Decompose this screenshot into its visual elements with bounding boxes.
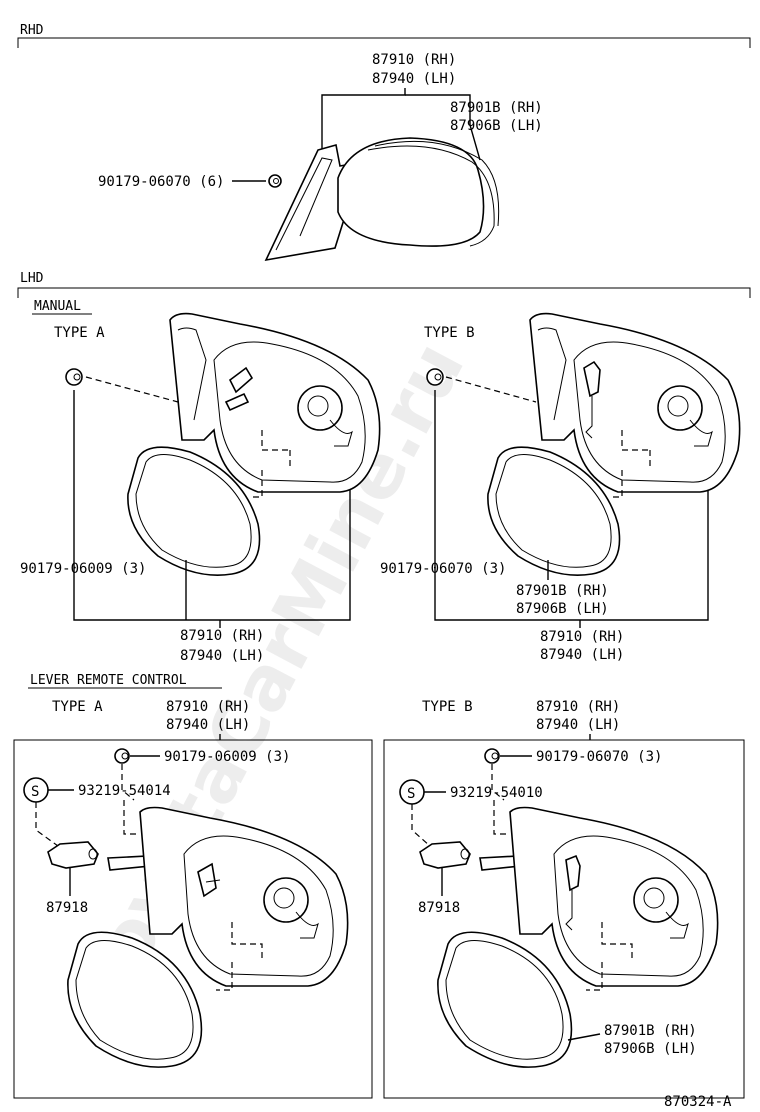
lever-a-nut-icon bbox=[114, 748, 130, 764]
lever-b-glass-icon bbox=[437, 931, 573, 1068]
manual-b-nut-label: 90179-06070 (3) bbox=[380, 561, 506, 577]
lever-b-housing-dashline bbox=[493, 800, 510, 835]
manual-a-nut-icon bbox=[65, 368, 83, 386]
manual-a-housing-icon bbox=[169, 312, 381, 493]
lever-b-s-text: S bbox=[407, 786, 415, 802]
lever-a-lever-icon bbox=[47, 841, 99, 869]
manual-b-glass-lh: 87906B (LH) bbox=[516, 601, 609, 617]
lhd-bracket bbox=[17, 287, 751, 298]
rhd-glass-lh: 87906B (LH) bbox=[450, 118, 543, 134]
lever-a-mirror-lh: 87940 (LH) bbox=[166, 717, 250, 733]
lever-b-screw-dashline bbox=[411, 804, 431, 847]
lever-b-mirror-rh: 87910 (RH) bbox=[536, 699, 620, 715]
lever-b-lever-icon bbox=[419, 841, 471, 869]
lever-type-a: TYPE A 87910 (RH) 87940 (LH) 90179-06009… bbox=[13, 699, 373, 1099]
lever-a-type-label: TYPE A bbox=[52, 699, 103, 715]
rhd-label: RHD bbox=[20, 23, 44, 38]
lever-b-lever-label: 87918 bbox=[418, 900, 460, 916]
manual-b-bracket-line bbox=[434, 390, 709, 621]
rhd-mirror-rh: 87910 (RH) bbox=[372, 52, 456, 68]
lever-a-screw-label: 93219-54014 bbox=[78, 783, 171, 799]
lever-b-glass-rh: 87901B (RH) bbox=[604, 1023, 697, 1039]
lever-b-dash-mount bbox=[586, 922, 633, 991]
lever-b-nut-icon bbox=[484, 748, 500, 764]
manual-b-mirror-rh: 87910 (RH) bbox=[540, 629, 624, 645]
manual-b-nut-icon bbox=[426, 368, 444, 386]
lever-b-housing-icon bbox=[479, 806, 719, 987]
lever-b-nut-dashline bbox=[491, 764, 505, 801]
manual-b-glass-icon bbox=[487, 446, 621, 576]
manual-b-nut-dashline bbox=[445, 376, 537, 403]
manual-b-type-label: TYPE B bbox=[424, 325, 475, 341]
lever-a-nut-dashline bbox=[121, 764, 135, 801]
manual-b-housing-icon bbox=[529, 312, 741, 493]
lever-a-screw-dashline bbox=[35, 802, 59, 847]
manual-a-type-label: TYPE A bbox=[54, 325, 105, 341]
lever-a-housing-dashline bbox=[123, 800, 140, 835]
manual-type-a: TYPE A 90179-06009 (3) 87910 (RH) 8 bbox=[20, 312, 381, 664]
manual-a-glass-icon bbox=[127, 446, 261, 576]
lever-b-nut-label: 90179-06070 (3) bbox=[536, 749, 662, 765]
lever-a-housing-icon bbox=[107, 806, 349, 987]
rhd-section: RHD 87910 (RH) 87940 (LH) 87901B (RH) 87… bbox=[17, 23, 751, 262]
rhd-glass-rh: 87901B (RH) bbox=[450, 100, 543, 116]
lever-b-glass-leader bbox=[567, 1033, 601, 1041]
drawing-number: 870324-A bbox=[664, 1094, 732, 1110]
rhd-mirror-lh: 87940 (LH) bbox=[372, 71, 456, 87]
rhd-bracket bbox=[17, 37, 751, 48]
lever-a-dash-mount bbox=[216, 922, 263, 991]
rhd-mirror-leader bbox=[321, 88, 406, 152]
manual-a-nut-label: 90179-06009 (3) bbox=[20, 561, 146, 577]
manual-a-dash-mount bbox=[250, 430, 291, 498]
lhd-label: LHD bbox=[20, 271, 44, 286]
lever-a-s-symbol: S bbox=[23, 777, 49, 803]
rhd-mirror-leader-right bbox=[405, 94, 481, 161]
lever-a-nut-label: 90179-06009 (3) bbox=[164, 749, 290, 765]
manual-a-mirror-rh: 87910 (RH) bbox=[180, 628, 264, 644]
manual-a-mirror-lh: 87940 (LH) bbox=[180, 648, 264, 664]
lever-a-glass-icon bbox=[67, 931, 203, 1068]
lever-type-b: TYPE B 87910 (RH) 87940 (LH) 90179-06070… bbox=[383, 699, 745, 1099]
rhd-mirror-icon bbox=[264, 137, 500, 262]
manual-label: MANUAL bbox=[34, 299, 81, 314]
manual-b-glass-rh: 87901B (RH) bbox=[516, 583, 609, 599]
lever-b-type-label: TYPE B bbox=[422, 699, 473, 715]
lever-b-mirror-lh: 87940 (LH) bbox=[536, 717, 620, 733]
lhd-section: LHD MANUAL bbox=[17, 271, 751, 315]
lever-a-mirror-rh: 87910 (RH) bbox=[166, 699, 250, 715]
lever-b-frame bbox=[383, 739, 745, 1099]
lever-b-glass-lh: 87906B (LH) bbox=[604, 1041, 697, 1057]
lever-a-lever-label: 87918 bbox=[46, 900, 88, 916]
manual-a-nut-dashline bbox=[85, 376, 179, 403]
manual-b-mirror-lh: 87940 (LH) bbox=[540, 647, 624, 663]
rhd-nut-label: 90179-06070 (6) bbox=[98, 174, 224, 190]
lever-a-s-text: S bbox=[31, 784, 39, 800]
lever-remote-section: LEVER REMOTE CONTROL bbox=[28, 673, 222, 689]
rhd-nut-icon bbox=[268, 174, 282, 188]
lever-b-s-symbol: S bbox=[399, 779, 425, 805]
manual-b-dash-mount bbox=[610, 430, 651, 498]
manual-type-b: TYPE B 90179-06070 (3) 87901B (RH) 87906… bbox=[380, 312, 741, 663]
lever-remote-label: LEVER REMOTE CONTROL bbox=[30, 673, 187, 688]
lever-b-screw-label: 93219-54010 bbox=[450, 785, 543, 801]
lever-a-frame bbox=[13, 739, 373, 1099]
manual-a-bracket-line bbox=[73, 390, 351, 621]
